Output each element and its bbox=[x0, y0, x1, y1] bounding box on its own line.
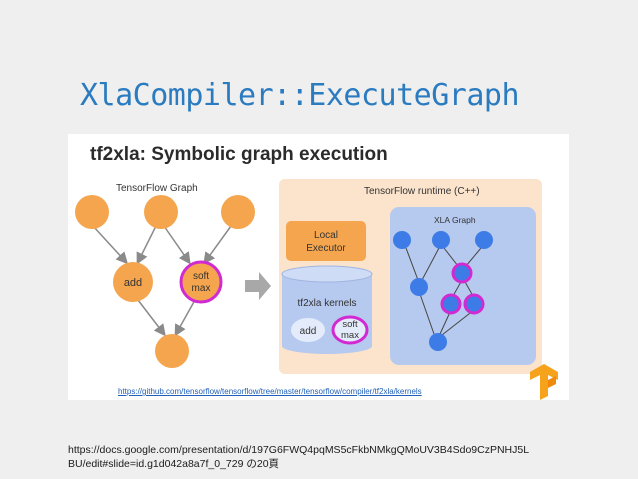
xla-node-add bbox=[410, 278, 428, 296]
kernel-softmax bbox=[331, 315, 369, 345]
tf-add-label: add bbox=[124, 277, 142, 289]
xla-node-softmax-2 bbox=[440, 293, 462, 315]
tf-node-input-2 bbox=[144, 195, 178, 229]
local-executor-label-1: Local bbox=[314, 230, 338, 241]
tf-node-output bbox=[155, 334, 189, 368]
footer-reference-link[interactable]: https://docs.google.com/presentation/d/1… bbox=[68, 443, 588, 471]
tf-node-input-3 bbox=[221, 195, 255, 229]
kernel-softmax-label-1: soft bbox=[342, 319, 358, 330]
footer-line-2: BU/edit#slide=id.g1d042a8a7f_0_729 の20頁 bbox=[68, 458, 280, 470]
xla-graph-label: XLA Graph bbox=[434, 215, 476, 225]
xla-node-3 bbox=[475, 231, 493, 249]
tf-softmax-label-1: soft bbox=[193, 271, 209, 282]
xla-graph-panel bbox=[390, 207, 536, 365]
kernels-label: tf2xla kernels bbox=[298, 298, 357, 309]
kernel-softmax-label-2: max bbox=[341, 330, 359, 341]
tensorflow-logo-icon bbox=[530, 364, 558, 400]
source-url-link[interactable]: https://github.com/tensorflow/tensorflow… bbox=[118, 387, 422, 396]
arrow-right-icon bbox=[245, 272, 271, 300]
footer-line-1: https://docs.google.com/presentation/d/1… bbox=[68, 444, 530, 456]
local-executor-box bbox=[286, 221, 366, 261]
tf-softmax-label-2: max bbox=[192, 283, 211, 294]
slide-title: XlaCompiler::ExecuteGraph bbox=[80, 78, 520, 113]
tf-node-add bbox=[113, 262, 153, 302]
xla-node-softmax-1 bbox=[451, 262, 473, 284]
runtime-label: TensorFlow runtime (C++) bbox=[364, 186, 480, 197]
tensorflow-graph-label: TensorFlow Graph bbox=[116, 183, 198, 194]
kernel-add bbox=[291, 318, 325, 342]
diagram-title: tf2xla: Symbolic graph execution bbox=[90, 144, 388, 165]
diagram-canvas: TensorFlow Graph add soft max TensorFlow… bbox=[75, 179, 558, 400]
kernel-add-label: add bbox=[300, 326, 317, 337]
tf-graph-edges bbox=[92, 225, 232, 337]
tf-node-softmax bbox=[179, 260, 223, 304]
xla-node-softmax-3 bbox=[463, 293, 485, 315]
xla-node-output bbox=[429, 333, 447, 351]
local-executor-label-2: Executor bbox=[306, 243, 346, 254]
embedded-diagram: tf2xla: Symbolic graph execution bbox=[68, 134, 569, 400]
tf-node-input-1 bbox=[75, 195, 109, 229]
xla-node-2 bbox=[432, 231, 450, 249]
xla-node-1 bbox=[393, 231, 411, 249]
